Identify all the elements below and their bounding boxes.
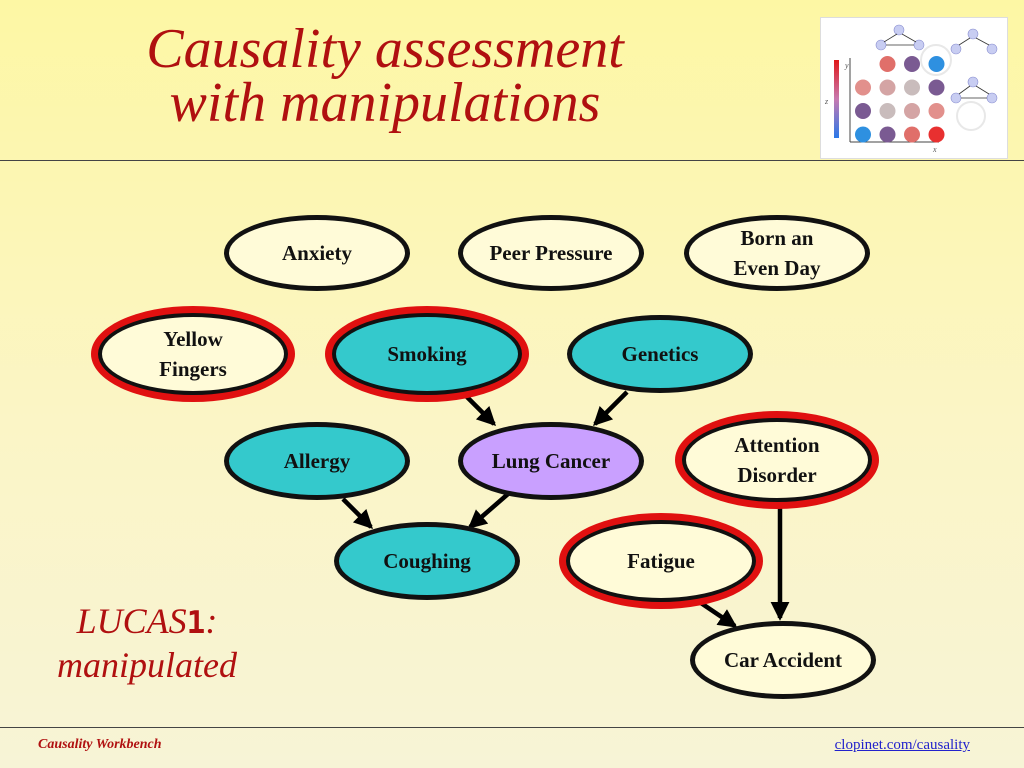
thumbnail-dot (855, 79, 871, 96)
node-allergy: Allergy (224, 422, 410, 500)
node-label: Disorder (737, 463, 817, 487)
thumbnail-dot (879, 103, 896, 119)
causal-graph-thumbnail-image: y z x (820, 17, 1008, 159)
thumbnail-axis-x: x (932, 145, 937, 154)
lucas-colon: : (205, 601, 218, 641)
title-line-2: with manipulations (169, 72, 601, 134)
thumbnail-dot (879, 79, 896, 96)
node-label: Allergy (283, 449, 351, 473)
node-label: Even Day (733, 256, 821, 280)
node-fatigue: Fatigue (566, 520, 756, 602)
thumbnail-dot (904, 79, 920, 96)
thumbnail-dot (928, 126, 945, 143)
node-label: Smoking (387, 342, 467, 366)
node-label: Coughing (383, 549, 471, 573)
lucas-prefix: LUCAS (76, 601, 187, 641)
footer-divider (0, 727, 1024, 728)
thumbnail-axis-y: y (844, 61, 849, 70)
node-label: Lung Cancer (491, 449, 611, 473)
node-label: Peer Pressure (489, 241, 613, 265)
node-car-accident: Car Accident (690, 621, 876, 699)
lucas-caption-line-2: manipulated (57, 645, 237, 685)
node-coughing: Coughing (334, 522, 520, 600)
edge-allergy-to-coughing (341, 497, 374, 530)
node-lung-cancer: Lung Cancer (458, 422, 644, 500)
title-divider (0, 160, 1024, 161)
node-label: Fingers (159, 357, 227, 381)
node-label: Born an (740, 226, 814, 250)
node-label: Fatigue (627, 549, 695, 573)
node-attention-disorder: Attention Disorder (682, 418, 872, 502)
thumbnail-dot (855, 103, 871, 119)
thumbnail-dot (855, 126, 871, 143)
edge-lung-cancer-to-coughing (467, 492, 510, 529)
footer-workbench-label: Causality Workbench (38, 737, 162, 752)
thumbnail-dot (928, 103, 945, 119)
lucas-caption-line-1: LUCAS1: (22, 600, 272, 644)
edge-smoking-to-lung-cancer (460, 390, 497, 427)
node-anxiety: Anxiety (224, 215, 410, 291)
thumbnail-dot (904, 103, 920, 119)
thumbnail-dot (879, 126, 896, 143)
thumbnail-colorbar (834, 60, 839, 138)
node-genetics: Genetics (567, 315, 753, 393)
lucas-caption: LUCAS1: manipulated (22, 600, 272, 686)
lucas-number: 1 (186, 605, 206, 641)
thumbnail-dot (904, 56, 920, 72)
node-smoking: Smoking (332, 313, 522, 395)
node-label: Car Accident (723, 648, 842, 672)
node-label: Attention (734, 433, 820, 457)
thumbnail-dot (928, 79, 945, 96)
title-line-1: Causality assessment (146, 18, 624, 80)
node-label: Yellow (163, 327, 223, 351)
footer-link[interactable]: clopinet.com/causality (834, 737, 970, 753)
slide-title: Causality assessment with manipulations (100, 18, 670, 134)
thumbnail-dot (879, 56, 896, 72)
edge-genetics-to-lung-cancer (592, 390, 629, 427)
thumbnail-dot (928, 56, 945, 72)
node-peer-pressure: Peer Pressure (458, 215, 644, 291)
thumbnail-dot (904, 126, 920, 143)
node-label: Anxiety (282, 241, 352, 265)
node-yellow-fingers: Yellow Fingers (98, 313, 288, 395)
thumbnail-axis-z: z (824, 97, 829, 106)
edge-fatigue-to-car-accident (693, 597, 738, 628)
node-born-an-even-day: Born an Even Day (684, 215, 870, 291)
node-label: Genetics (621, 342, 699, 366)
